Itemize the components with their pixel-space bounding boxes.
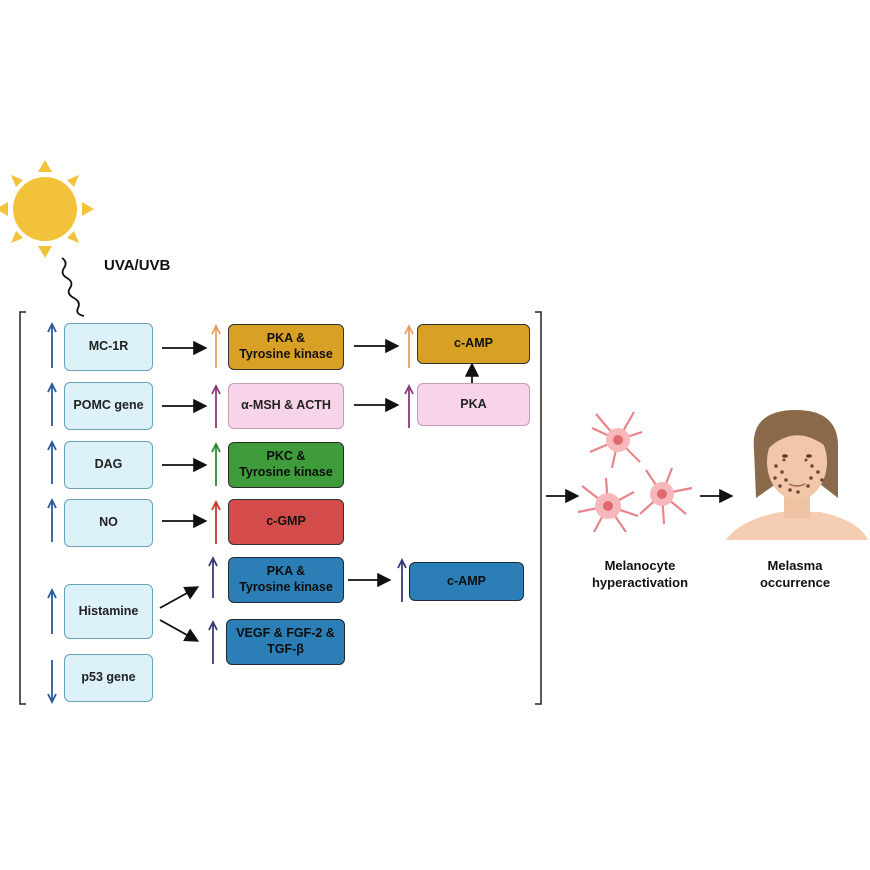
input-no: NO — [64, 499, 153, 547]
mediator-pkc-tyrosine-kinase: PKC & Tyrosine kinase — [228, 442, 344, 488]
effector-camp-2: c-AMP — [409, 562, 524, 601]
input-p53-gene: p53 gene — [64, 654, 153, 702]
effector-camp: c-AMP — [417, 324, 530, 364]
melanocyte-nucleus — [613, 435, 623, 445]
arrow-histamine-to-vegf — [159, 619, 200, 642]
mediator-pka-tyrosine-kinase-2: PKA & Tyrosine kinase — [228, 557, 344, 603]
arrow-histamine-to-pka — [159, 586, 200, 609]
up-arrow-head — [47, 381, 57, 393]
right-bracket — [535, 311, 542, 705]
uv-wave-icon — [61, 257, 85, 317]
effector-pka: PKA — [417, 383, 530, 426]
melanocyte-nucleus — [603, 501, 613, 511]
up-arrow-head — [47, 497, 57, 509]
face-icon — [726, 410, 868, 540]
uv-label: UVA/UVB — [104, 257, 171, 274]
down-arrow-head — [47, 693, 57, 705]
mediator-cgmp: c-GMP — [228, 499, 344, 545]
melasma-occurrence-label: Melasma occurrence — [759, 558, 831, 590]
input-dag: DAG — [64, 441, 153, 489]
left-bracket — [19, 311, 26, 705]
melanocyte-nucleus — [657, 489, 667, 499]
input-pomc-gene: POMC gene — [64, 382, 153, 430]
melanocyte-icon — [577, 411, 693, 533]
mediator-vegf-fgf2-tgfb: VEGF & FGF-2 & TGF-β — [226, 619, 345, 665]
input-trend-arrows — [47, 321, 57, 705]
up-arrow-head — [47, 439, 57, 451]
up-arrow-head — [47, 321, 57, 333]
mediator-pka-tyrosine-kinase: PKA & Tyrosine kinase — [228, 324, 344, 370]
sun-icon — [0, 160, 94, 258]
flow-arrows — [159, 338, 734, 642]
input-histamine: Histamine — [64, 584, 153, 639]
mediator-msh-acth: α-MSH & ACTH — [228, 383, 344, 429]
mediator-trend-arrows — [208, 323, 414, 664]
melanocyte-hyperactivation-label: Melanocyte hyperactivation — [591, 558, 689, 590]
input-mc1r: MC-1R — [64, 323, 153, 371]
up-arrow-head — [47, 587, 57, 599]
